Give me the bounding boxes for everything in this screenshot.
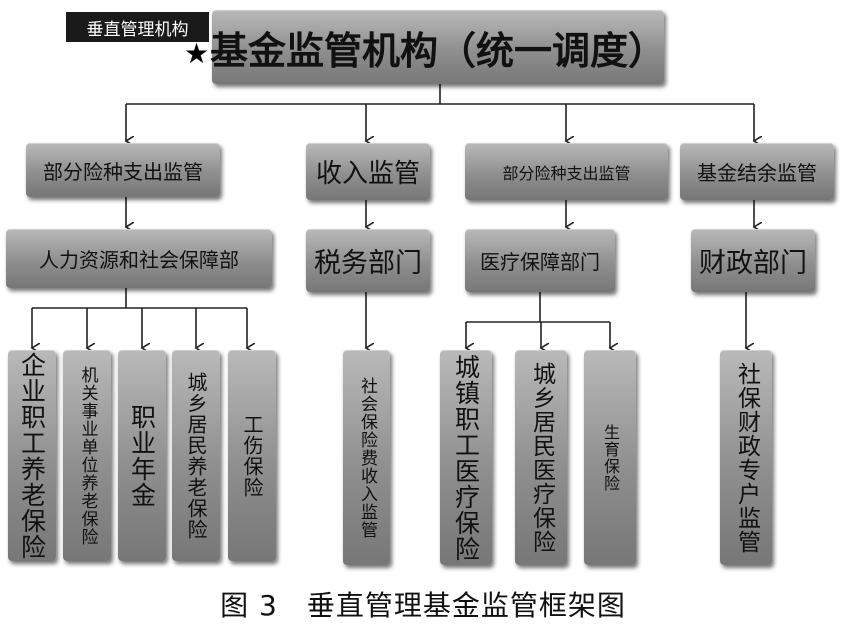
branch-1-leaf-5: 工伤保险 — [228, 350, 276, 561]
figure-caption: 图 3 垂直管理基金监管框架图 — [220, 589, 626, 622]
branch-4-department-label: 财政部门 — [699, 248, 807, 279]
branch-4-supervision-node: 基金结余监管 — [680, 143, 834, 200]
root-node: 基金监管机构（统一调度） — [210, 10, 667, 84]
branch-3-department-node: 医疗保障部门 — [465, 229, 615, 292]
root-label: 基金监管机构（统一调度） — [210, 28, 667, 73]
leaf-label: 城乡居民养老保险 — [184, 371, 208, 540]
leaf-label: 社会保险费收入监管 — [357, 376, 377, 539]
branch-3-department-label: 医疗保障部门 — [480, 250, 600, 274]
branch-2-department-node: 税务部门 — [306, 229, 430, 292]
leaf-label: 职业年金 — [127, 403, 157, 508]
branch-2-supervision-label: 收入监管 — [315, 159, 420, 189]
branch-2-leaf-1: 社会保险费收入监管 — [343, 350, 390, 565]
branch-2-department-label: 税务部门 — [314, 248, 422, 279]
leaf-label: 城镇职工医疗保险 — [451, 353, 481, 562]
leaf-label: 城乡居民医疗保险 — [528, 361, 555, 554]
branch-1-supervision-node: 部分险种支出监管 — [26, 143, 220, 197]
branch-3-supervision-label: 部分险种支出监管 — [502, 163, 631, 183]
vertical-management-tag: 垂直管理机构 — [66, 12, 209, 42]
branch-1-department-label: 人力资源和社会保障部 — [39, 248, 239, 272]
branch-3-supervision-node: 部分险种支出监管 — [465, 143, 668, 200]
branch-2-supervision-node: 收入监管 — [306, 143, 430, 200]
branch-4-supervision-label: 基金结余监管 — [697, 161, 817, 185]
branch-4-department-node: 财政部门 — [691, 229, 815, 292]
leaf-label: 工伤保险 — [240, 413, 264, 498]
leaf-label: 社保财政专户监管 — [733, 361, 760, 554]
branch-1-department-node: 人力资源和社会保障部 — [6, 229, 272, 288]
branch-4-leaf-1: 社保财政专户监管 — [720, 350, 772, 565]
leaf-label: 企业职工养老保险 — [17, 351, 47, 560]
branch-3-leaf-2: 城乡居民医疗保险 — [515, 350, 567, 565]
star-icon: ★ — [184, 37, 210, 70]
branch-3-leaf-1: 城镇职工医疗保险 — [440, 350, 492, 565]
leaf-label: 生育保险 — [601, 423, 620, 492]
branch-1-leaf-4: 城乡居民养老保险 — [172, 350, 220, 561]
branch-1-leaf-2: 机关事业单位养老保险 — [63, 350, 111, 561]
leaf-label: 机关事业单位养老保险 — [77, 365, 98, 546]
branch-3-leaf-3: 生育保险 — [584, 350, 636, 565]
branch-1-leaf-1: 企业职工养老保险 — [8, 350, 56, 561]
branch-1-supervision-label: 部分险种支出监管 — [43, 159, 203, 184]
branch-1-leaf-3: 职业年金 — [118, 350, 166, 561]
